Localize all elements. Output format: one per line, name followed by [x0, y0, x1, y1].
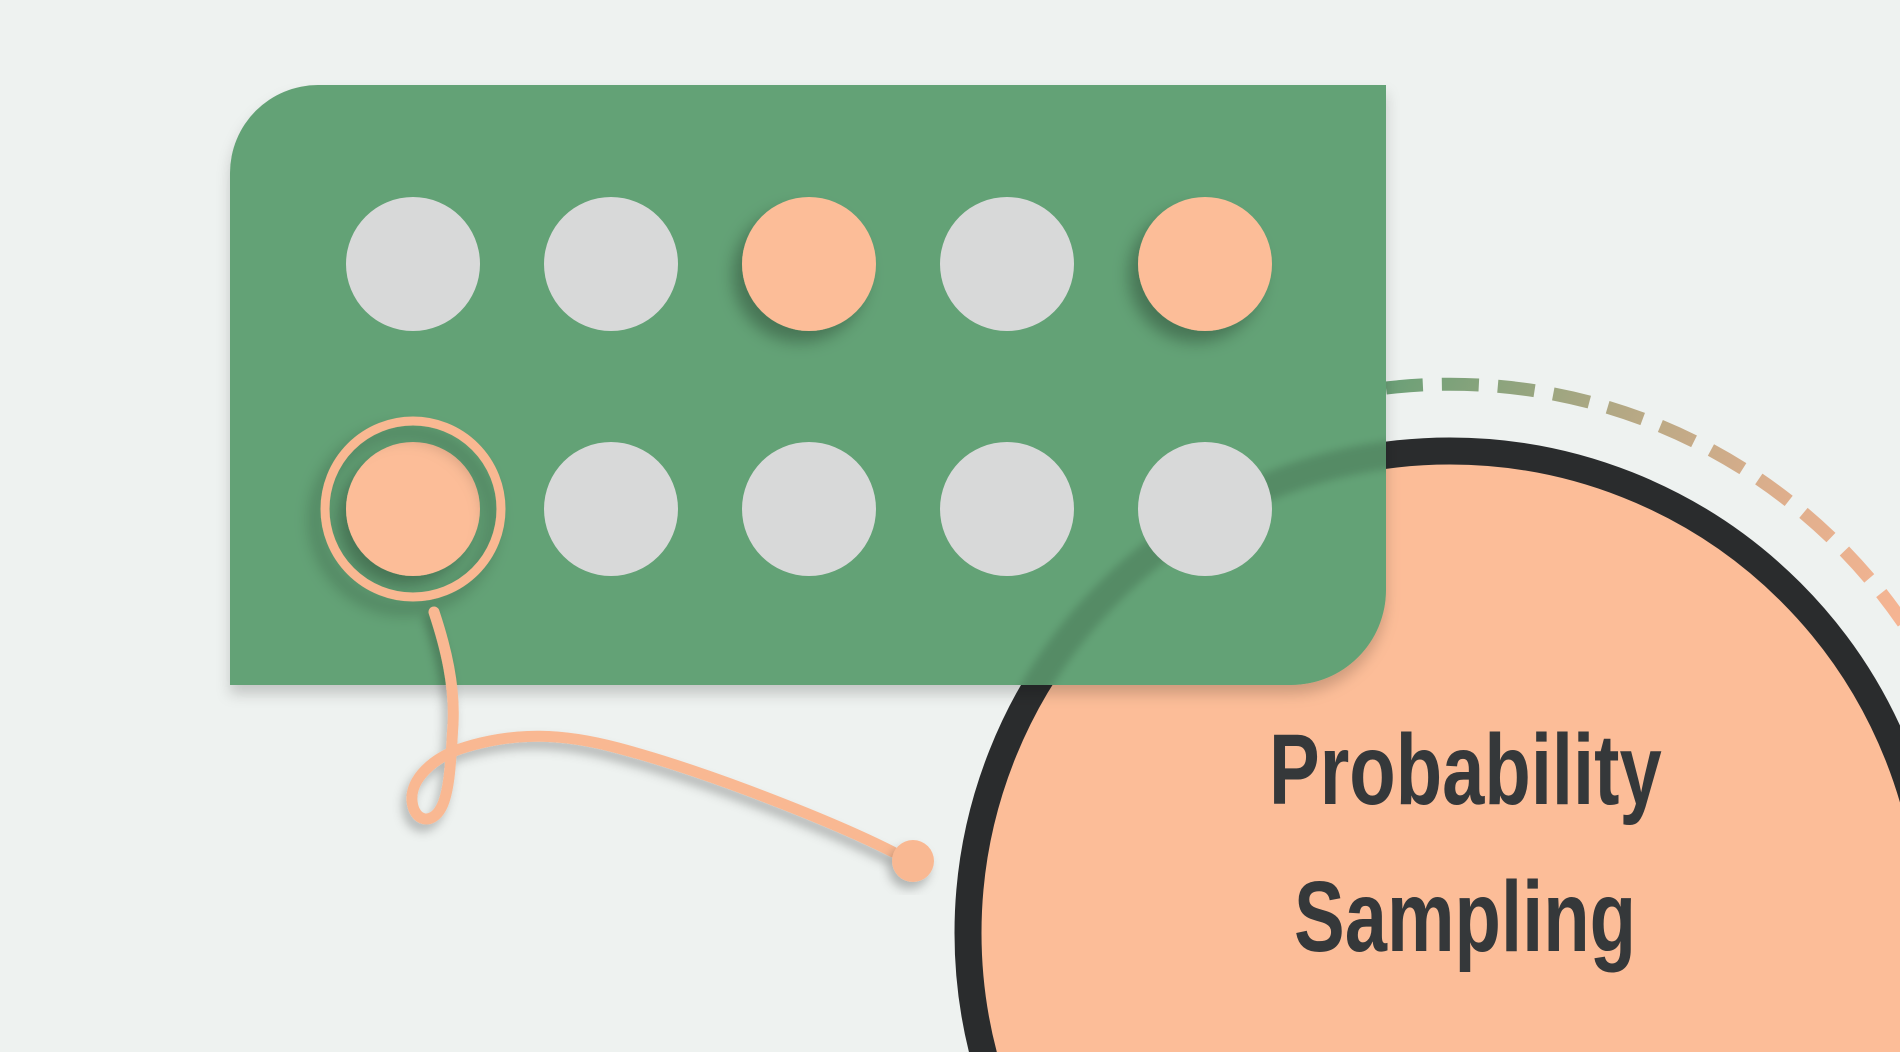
population-dot-unselected	[346, 197, 480, 331]
sample-label-line-1: Probability	[1015, 697, 1900, 844]
sampled-dot-highlight-ring	[320, 416, 506, 602]
population-dot-unselected	[544, 197, 678, 331]
sample-label-text-1: Probability	[1268, 714, 1662, 826]
population-dot-selected	[742, 197, 876, 331]
population-dot-unselected	[544, 442, 678, 576]
sample-label-line-2: Sampling	[1015, 844, 1900, 991]
population-panel	[230, 85, 1386, 685]
population-dot-selected	[1138, 197, 1272, 331]
sample-label: Probability Sampling	[1015, 697, 1900, 991]
population-dot-unselected	[1138, 442, 1272, 576]
population-dot-unselected	[940, 197, 1074, 331]
population-dot-unselected	[940, 442, 1074, 576]
population-dots	[346, 197, 1272, 576]
selection-ring-layer	[320, 416, 506, 602]
connector-squiggle	[406, 606, 899, 858]
sample-label-text-2: Sampling	[1293, 861, 1637, 973]
population-dot-unselected	[742, 442, 876, 576]
connector-end-dot	[892, 840, 934, 882]
population-dot-selected	[346, 442, 480, 576]
dashed-orbit-arc	[1385, 377, 1900, 630]
